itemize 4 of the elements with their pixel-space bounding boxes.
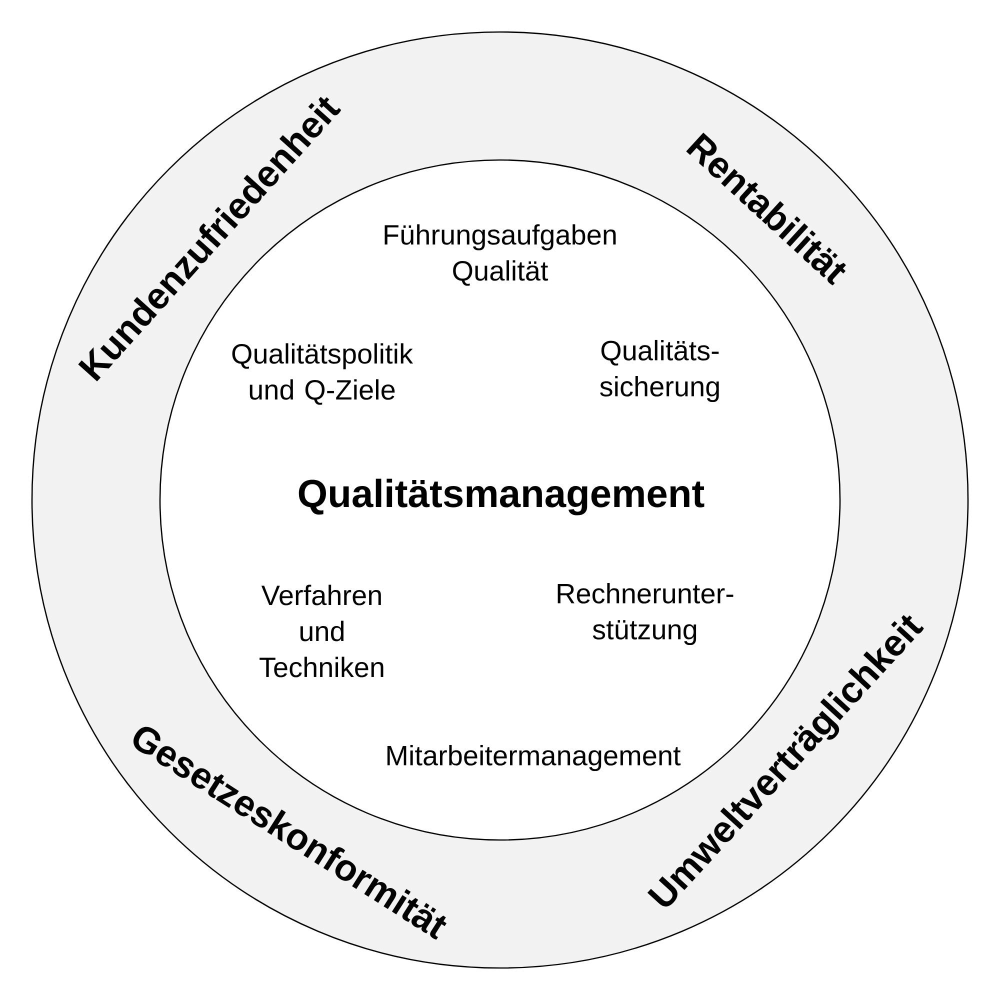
circle-text: Führungsaufgaben Qualität [384, 224, 616, 286]
circle-text: Qualitäts- sicherung [600, 340, 719, 402]
circle-text: Verfahren und Techniken [260, 584, 384, 678]
center-title: Qualitätsmanagement [298, 478, 704, 516]
